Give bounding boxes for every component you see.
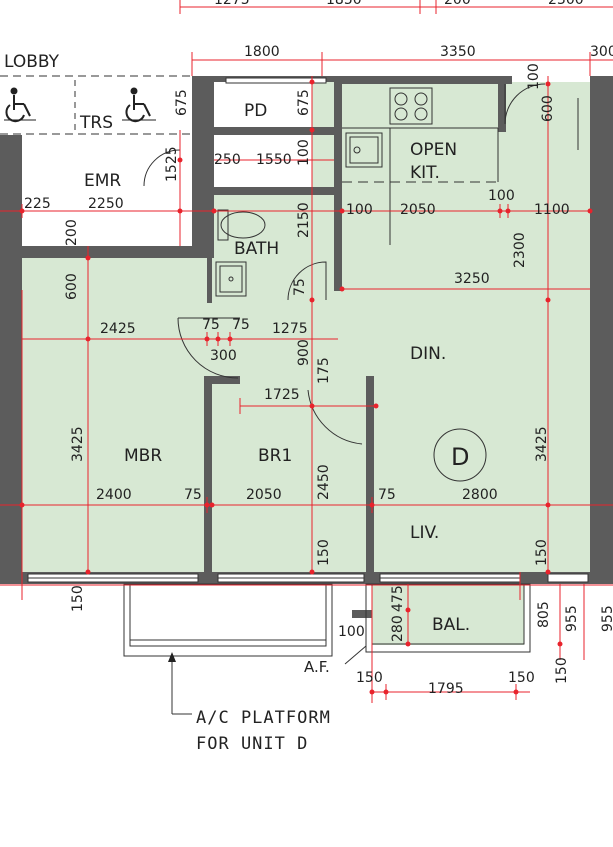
- dim-label: 600: [64, 273, 80, 300]
- dim-label: 3250: [454, 271, 490, 287]
- living-fill: [312, 82, 590, 572]
- liv-label: LIV.: [410, 523, 439, 543]
- dimension-labels: 1275 1850 200 2300 1800 3350 300 675 675…: [24, 0, 613, 697]
- dim-label: 150: [554, 657, 570, 684]
- dim-label: 100: [346, 202, 373, 218]
- lobby-label: LOBBY: [4, 52, 60, 72]
- bath-label: BATH: [234, 239, 279, 259]
- dim-label: 2300: [512, 232, 528, 268]
- bal-label: BAL.: [432, 615, 470, 635]
- dim-label: 2050: [400, 202, 436, 218]
- br1-label: BR1: [258, 446, 292, 466]
- ac-platform-line2: FOR UNIT D: [196, 734, 308, 754]
- room-labels: LOBBY TRS EMR PD OPEN KIT. BATH DIN. D M…: [4, 52, 487, 635]
- af-label: A.F.: [304, 658, 330, 676]
- open-kit-label-1: OPEN: [410, 140, 457, 160]
- mbr-fill: [22, 258, 207, 572]
- dim-label: 75: [292, 278, 308, 296]
- dim-label: 250: [214, 152, 241, 168]
- dim-label: 675: [296, 89, 312, 116]
- dim-label: 900: [296, 339, 312, 366]
- dim-label: 1725: [264, 387, 300, 403]
- dim-label: 475: [390, 585, 406, 612]
- dim-label: 150: [70, 585, 86, 612]
- dim-label: 150: [534, 539, 550, 566]
- trs-label: TRS: [79, 113, 113, 133]
- dim-label: 2800: [462, 487, 498, 503]
- dimension-lines: [0, 0, 613, 703]
- dim-label: 3350: [440, 44, 476, 60]
- dim-label: 3425: [70, 426, 86, 462]
- stove-icon: [389, 87, 433, 125]
- din-label: DIN.: [410, 344, 446, 364]
- dim-label: 200: [444, 0, 471, 8]
- dim-label: 2400: [96, 487, 132, 503]
- dim-label: 1100: [534, 202, 570, 218]
- dim-label: 1525: [164, 146, 180, 182]
- dim-label: 300: [210, 348, 237, 364]
- dim-label: 600: [540, 95, 556, 122]
- dim-label: 805: [536, 601, 552, 628]
- wheelchair-icon: [122, 87, 156, 123]
- dim-label: 1850: [326, 0, 362, 8]
- toilet-icon: [217, 209, 266, 241]
- dim-label: 955: [600, 605, 613, 632]
- wheelchair-icon: [4, 87, 36, 123]
- dim-label: 1800: [244, 44, 280, 60]
- dim-label: 100: [296, 139, 312, 166]
- dim-label: 225: [24, 196, 51, 212]
- dim-label: 1795: [428, 681, 464, 697]
- dim-label: 150: [316, 539, 332, 566]
- dim-label: 955: [564, 605, 580, 632]
- dim-label: 280: [390, 615, 406, 642]
- dim-label: 175: [316, 357, 332, 384]
- dim-label: 75: [378, 487, 396, 503]
- dim-label: 2150: [296, 202, 312, 238]
- dim-label: 675: [174, 89, 190, 116]
- dim-label: 100: [526, 63, 542, 90]
- dim-label: 300: [590, 44, 613, 60]
- ac-platform-line1: A/C PLATFORM: [196, 708, 331, 728]
- dim-label: 1550: [256, 152, 292, 168]
- dim-label: 100: [488, 188, 515, 204]
- dimension-ticks: [19, 79, 593, 695]
- dim-label: 1275: [214, 0, 250, 8]
- dim-label: 1275: [272, 321, 308, 337]
- sink-icon: [345, 132, 383, 168]
- lobby-corridor: [0, 75, 192, 135]
- dim-label: 2050: [246, 487, 282, 503]
- dim-label: 75: [232, 317, 250, 333]
- unit-label: D: [451, 443, 469, 471]
- emr-label: EMR: [84, 171, 121, 191]
- open-kit-label-2: KIT.: [410, 163, 440, 183]
- dim-label: 2250: [88, 196, 124, 212]
- dim-label: 75: [184, 487, 202, 503]
- unit-marker: [433, 428, 487, 482]
- basin-icon: [215, 261, 247, 297]
- dim-label: 2300: [548, 0, 584, 8]
- dim-label: 100: [338, 624, 365, 640]
- dim-label: 3425: [534, 426, 550, 462]
- notes: A.F. A/C PLATFORM FOR UNIT D: [196, 658, 331, 754]
- leader-lines: [168, 645, 367, 715]
- bath-fill: [212, 195, 337, 300]
- mbr-label: MBR: [124, 446, 162, 466]
- dim-label: 200: [64, 219, 80, 246]
- dim-label: 150: [356, 670, 383, 686]
- fixtures: [4, 87, 499, 297]
- pd-label: PD: [244, 101, 267, 121]
- dim-label: 150: [508, 670, 535, 686]
- room-fills: [22, 82, 590, 645]
- dim-label: 2425: [100, 321, 136, 337]
- dim-label: 75: [202, 317, 220, 333]
- balcony-fill: [372, 583, 524, 645]
- dim-label: 2450: [316, 464, 332, 500]
